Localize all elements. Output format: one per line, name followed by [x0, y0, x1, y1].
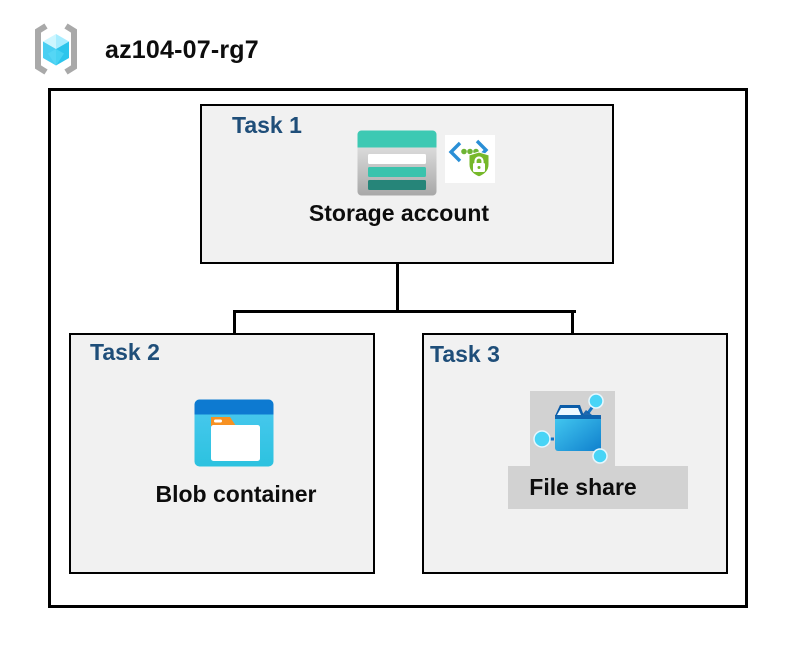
task3-box: Task 3: [422, 333, 728, 574]
blob-container-icon: [194, 399, 274, 467]
storage-account-icon: [357, 130, 437, 196]
resource-group-title: az104-07-rg7: [105, 36, 259, 64]
blob-container-label: Blob container: [155, 481, 317, 507]
connector-branch-horizontal: [233, 310, 576, 313]
task3-label: Task 3: [430, 341, 500, 367]
file-share-icon-highlight: [530, 391, 615, 466]
secure-access-icon: [448, 139, 490, 178]
file-share-icon: [530, 391, 615, 466]
secure-access-icon-background: [445, 135, 495, 183]
task2-label: Task 2: [90, 339, 160, 365]
file-share-label: File share: [529, 474, 637, 500]
task1-box: Task 1: [200, 104, 614, 264]
task1-label: Task 1: [232, 112, 302, 138]
resource-group-header: az104-07-rg7: [0, 0, 788, 88]
storage-account-label: Storage account: [308, 200, 490, 226]
file-share-label-highlight: File share: [508, 466, 688, 509]
task2-box: Task 2 Blob container: [69, 333, 375, 574]
connector-storage-stem: [396, 228, 399, 313]
resource-group-icon: [35, 23, 77, 75]
